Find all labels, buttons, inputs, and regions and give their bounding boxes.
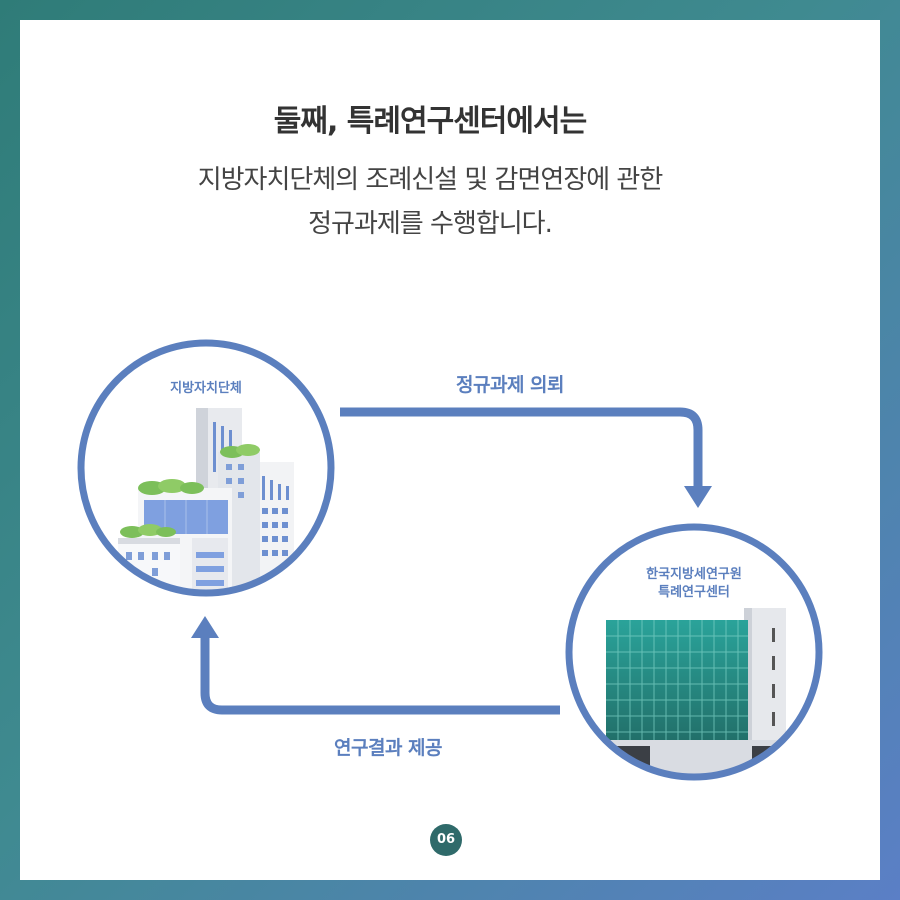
research-center-node bbox=[565, 523, 823, 781]
local-government-label: 지방자치단체 bbox=[170, 381, 242, 396]
research-center-label-line-2: 특례연구센터 bbox=[658, 585, 730, 600]
page-number-badge: 06 bbox=[430, 824, 462, 856]
provide-arrow bbox=[191, 616, 560, 715]
description-line-1: 지방자치단체의 조례신설 및 감면연장에 관한 bbox=[197, 165, 664, 195]
request-arrow bbox=[340, 407, 712, 508]
city-buildings-illustration bbox=[118, 408, 294, 591]
description: 지방자치단체의 조례신설 및 감면연장에 관한 정규과제를 수행합니다. bbox=[0, 158, 860, 246]
provide-label: 연구결과 제공 bbox=[334, 737, 443, 759]
research-center-label: 한국지방세연구원 특례연구센터 bbox=[614, 566, 774, 602]
page-heading: 둘째, 특례연구센터에서는 bbox=[273, 104, 587, 139]
research-building-illustration bbox=[604, 608, 786, 775]
request-label: 정규과제 의뢰 bbox=[456, 374, 565, 396]
local-government-node bbox=[77, 339, 335, 597]
research-center-label-line-1: 한국지방세연구원 bbox=[646, 567, 742, 582]
description-line-2: 정규과제를 수행합니다. bbox=[308, 209, 553, 239]
